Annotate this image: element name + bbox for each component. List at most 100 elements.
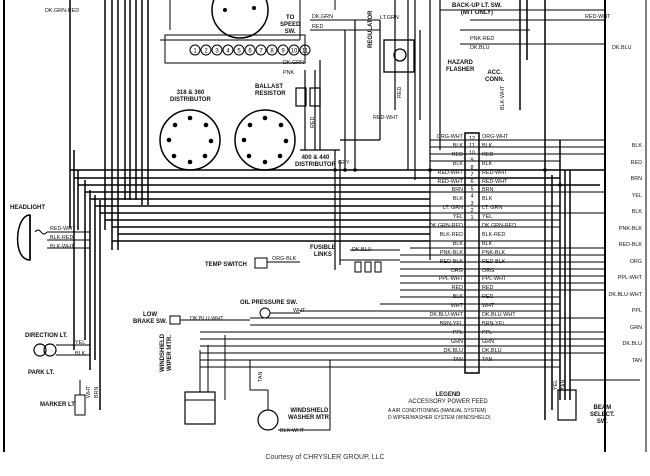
bulkhead-pin-number: 11 (469, 143, 475, 149)
credit-line: Courtesy of CHRYSLER GROUP, LLC (265, 454, 385, 461)
legend-item: D WIPER/WASHER SYSTEM (WINDSHIELD) (388, 415, 491, 421)
park-lt-label: PARK LT. (28, 370, 55, 376)
bulkhead-right-wire-label: DK.BLU-WHT (482, 312, 516, 318)
bulkhead-right-wire-label: BRN-YEL (482, 320, 506, 327)
bulkhead-left-wire-label: DK.BLU-WHT (429, 312, 463, 318)
wire-label: DK.GRN (283, 60, 304, 66)
label-line: BEAM (593, 405, 612, 411)
wire-label: DK.BLU (612, 45, 632, 51)
connector-pin (299, 44, 311, 56)
right-edge-wire-label: BRN (630, 176, 642, 182)
right-edge-wire-label: GRN (630, 324, 642, 331)
wire-label: DK.BLU-WHT (190, 316, 224, 322)
bulkhead-pin-number: 1 (470, 215, 473, 221)
bulkhead-left-wire-label: GRN (451, 338, 463, 345)
label-line: BALLAST (255, 84, 283, 90)
ballast-resistor-label: BALLAST RESISTOR (255, 84, 286, 98)
label-line: RESISTOR (255, 91, 286, 97)
bulkhead-pin-number: 4 (470, 194, 473, 200)
bulkhead-right-wire-label: RED-BLK (482, 258, 506, 265)
bulkhead-right-wire-label: ORG-WHT (482, 134, 509, 140)
wire-label: BLK (75, 351, 86, 357)
bulkhead-right-wire-label: RED-WHT (482, 169, 508, 176)
bulkhead-left-wire-label: BLK-RED (439, 231, 463, 238)
bulkhead-left-wire-label: BRN (451, 187, 463, 194)
bulkhead-left-wire-label: BLK (452, 160, 463, 167)
windshield-wiper-mtr-label: WINDSHIELD WIPER MTR. (160, 334, 174, 372)
right-edge-wire-label: PNK-BLK (618, 225, 642, 232)
label-line: 400 & 440 (301, 155, 330, 161)
bulkhead-left-wire-label: DK.BLU (443, 347, 463, 354)
bulkhead-right-wire-label: BLK (482, 142, 493, 149)
bulkhead-pin-number: 8 (470, 165, 473, 171)
bulkhead-pin-number: 9 (470, 158, 473, 164)
connector-pin-number: 9 (281, 49, 285, 55)
bulkhead-right-wire-label: PPL-WHT (482, 276, 507, 283)
connector-pin (266, 44, 278, 56)
legend: LEGEND ACCESSORY POWER FEED A AIR CONDIT… (388, 392, 508, 422)
bulkhead-left-wire-label: RED-BLK (439, 258, 463, 265)
low-brake-sw-label: LOW BRAKE SW. (133, 312, 167, 326)
right-edge-wire-label: DK.BLU-WHT (608, 291, 642, 298)
connector-pin-number: 1 (193, 49, 197, 55)
label-line: ACC. (487, 70, 502, 76)
connector-pin (233, 44, 245, 56)
label-line: SELECT. (590, 412, 615, 418)
bulkhead-right-wire-label: BLK-RED (482, 231, 506, 238)
bulkhead-right-wire-label: BLK (482, 160, 493, 167)
bulkhead-left-wire-label: RED-WHT (437, 169, 463, 176)
wire-label: TAN (258, 371, 264, 382)
connector-pin (200, 44, 212, 56)
bulkhead-right-wire-label: BLK (482, 196, 493, 203)
label-line: BACK-UP LT. SW. (452, 3, 502, 9)
connector-pin (288, 44, 300, 56)
wire-label: WHT (293, 308, 306, 314)
direction-lt-label: DIRECTION LT. (25, 333, 68, 339)
backup-sw-label: BACK-UP LT. SW. (M/T ONLY) (452, 3, 502, 17)
bulkhead-left-wire-label: ORG-WHT (436, 134, 463, 140)
label-line: SW. (284, 29, 296, 35)
wire-label: RED-WHT (585, 14, 611, 20)
bulkhead-left-wire-label: TAN (452, 356, 463, 363)
label-line: (M/T ONLY) (460, 10, 493, 16)
connector-pin (244, 44, 256, 56)
right-edge-wire-label: BLK (631, 143, 642, 149)
connector-pin-number: 11 (302, 49, 309, 55)
bulkhead-right-wire-label: PNK-BLK (482, 249, 506, 256)
wire-label: PNK-RED (470, 36, 495, 42)
connector-pin-number: 5 (237, 49, 241, 55)
bulkhead-right-wire-label: BRN (482, 187, 494, 194)
connector-pin (255, 44, 267, 56)
to-speed-sw-label: TO SPEED SW. (280, 15, 300, 36)
bulkhead-right-wire-label: DK.GRN-RED (482, 223, 517, 229)
bulkhead-right-wire-label: RED-WHT (482, 178, 508, 185)
marker-lt-label: MARKER LT. (40, 402, 76, 408)
regulator-label: REGULATOR (368, 10, 374, 48)
wire-label: DK.BLU (352, 247, 372, 253)
wire-label: BLK-RED (50, 235, 74, 241)
oil-pressure-sw-label: OIL PRESSURE SW. (240, 300, 298, 306)
right-edge-wire-label: DK.BLU (622, 341, 642, 347)
right-edge-wire-label: RED-BLK (618, 242, 642, 248)
wire-label: RED (312, 24, 324, 30)
acc-conn-label: ACC. CONN. (485, 70, 504, 84)
label-line: WINDSHIELD (160, 334, 166, 372)
label-line: HAZARD (447, 60, 473, 66)
bulkhead-pin-number: 5 (470, 186, 473, 192)
bulkhead-left-wire-label: YEL (452, 214, 463, 221)
label-line: BRAKE SW. (133, 319, 168, 325)
bulkhead-left-wire-label: LT. GRN (442, 205, 463, 212)
connector-pin-number: 7 (259, 49, 263, 55)
connector-pin-number: 4 (226, 49, 230, 55)
temp-switch-label: TEMP SWITCH (205, 262, 247, 268)
wire-label: BLK-WHT (50, 244, 75, 250)
wire-label: YEL (553, 379, 559, 390)
headlight-label: HEADLIGHT (10, 205, 45, 211)
legend-subtitle: ACCESSORY POWER FEED (408, 399, 488, 405)
wire-label: RED-WHT (373, 115, 399, 121)
bulkhead-pin-number: 2 (470, 208, 473, 214)
wire-label: GRY (338, 160, 350, 166)
connector-pin-number: 2 (204, 49, 208, 55)
wire-label: RED (310, 116, 316, 128)
bulkhead-right-wire-label: RED (482, 294, 494, 301)
